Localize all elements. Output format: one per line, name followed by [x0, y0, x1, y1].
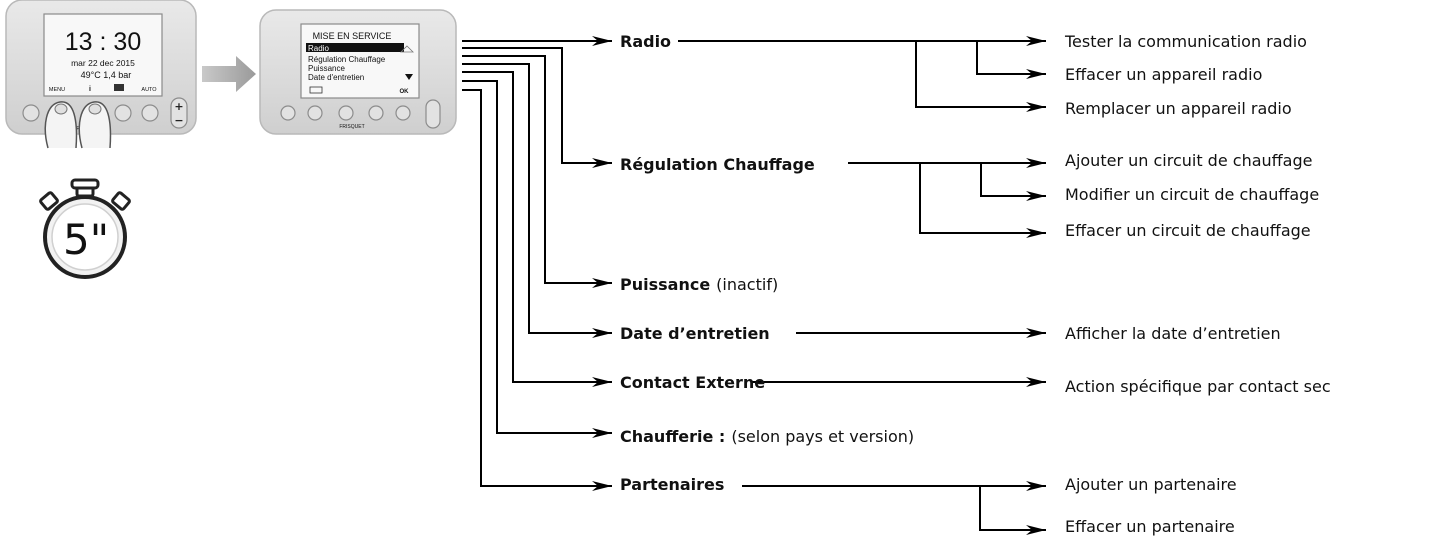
softkey-button-3[interactable]	[369, 106, 383, 120]
timer-duration-label: 5"	[63, 215, 109, 264]
thermostat-service-device: MISE EN SERVICE Radio Régulation Chauffa…	[260, 10, 456, 134]
softkey-button-2[interactable]	[339, 106, 353, 120]
bus-line	[462, 90, 612, 486]
branch-line	[980, 486, 1046, 530]
minus-icon: −	[174, 114, 183, 127]
auto-button[interactable]	[142, 105, 158, 121]
option-effacer-partenaire: Effacer un partenaire	[1065, 517, 1235, 536]
brand-logo-text: FRISQUET	[339, 124, 364, 130]
option-effacer-appareil-radio: Effacer un appareil radio	[1065, 65, 1262, 84]
plus-icon: +	[174, 100, 183, 113]
bus-line	[462, 56, 612, 283]
bus-line	[462, 72, 612, 382]
home-button-left[interactable]	[281, 106, 295, 120]
service-menu-item[interactable]: Radio	[308, 44, 329, 53]
branch-line	[981, 163, 1046, 196]
transition-arrow-icon	[202, 56, 256, 92]
menu-item-puissance-note: (inactif)	[716, 275, 778, 294]
bus-line	[462, 81, 612, 433]
temperature-pressure: 49°C 1,4 bar	[81, 70, 132, 80]
current-date: mar 22 dec 2015	[71, 58, 135, 68]
bus-line	[462, 48, 612, 163]
menu-item-puissance-label: Puissance	[620, 275, 710, 294]
option-remplacer-appareil-radio: Remplacer un appareil radio	[1065, 99, 1292, 118]
service-menu-item[interactable]: Régulation Chauffage	[308, 55, 386, 64]
info-softkey-label: i	[89, 86, 91, 93]
service-menu-item[interactable]: Puissance	[308, 64, 345, 73]
option-tester-communication-radio: Tester la communication radio	[1064, 32, 1307, 51]
menu-item-partenaires: Partenaires	[620, 475, 724, 494]
thermostat-home-device: 13 : 30 mar 22 dec 2015 49°C 1,4 bar MEN…	[6, 0, 196, 148]
branch-line	[977, 41, 1046, 74]
option-action-contact-sec: Action spécifique par contact sec	[1065, 377, 1331, 396]
softkey-button-1[interactable]	[308, 106, 322, 120]
menu-item-date-entretien: Date d’entretien	[620, 324, 770, 343]
menu-item-contact-externe: Contact Externe	[620, 373, 765, 392]
ok-button[interactable]	[396, 106, 410, 120]
plus-minus-rocker[interactable]	[426, 100, 440, 128]
menu-item-regulation-chauffage: Régulation Chauffage	[620, 155, 815, 174]
option-afficher-date-entretien: Afficher la date d’entretien	[1065, 324, 1281, 343]
menu-item-radio: Radio	[620, 32, 671, 51]
option-effacer-circuit-chauffage: Effacer un circuit de chauffage	[1065, 221, 1311, 240]
boiler-icon	[114, 84, 124, 91]
menu-softkey-label: MENU	[49, 87, 65, 93]
bus-line	[462, 64, 612, 333]
stopwatch-icon: 5"	[40, 180, 130, 277]
menu-item-puissance: Puissance (inactif)	[620, 275, 778, 294]
branch-line	[920, 163, 1046, 233]
clock-time: 13 : 30	[65, 28, 141, 56]
option-ajouter-circuit-chauffage: Ajouter un circuit de chauffage	[1065, 151, 1312, 170]
menu-item-chaufferie: Chaufferie : (selon pays et version)	[620, 427, 914, 446]
home-button-left[interactable]	[23, 105, 39, 121]
option-modifier-circuit-chauffage: Modifier un circuit de chauffage	[1065, 185, 1319, 204]
menu-item-chaufferie-label: Chaufferie :	[620, 427, 725, 446]
softkey-button-3[interactable]	[115, 105, 131, 121]
option-ajouter-partenaire: Ajouter un partenaire	[1065, 475, 1237, 494]
service-menu-item[interactable]: Date d'entretien	[308, 73, 364, 82]
menu-item-chaufferie-note: (selon pays et version)	[731, 427, 914, 446]
service-menu-title: MISE EN SERVICE	[313, 31, 392, 41]
auto-softkey-label: AUTO	[141, 87, 157, 93]
ok-softkey-label: OK	[400, 89, 410, 95]
